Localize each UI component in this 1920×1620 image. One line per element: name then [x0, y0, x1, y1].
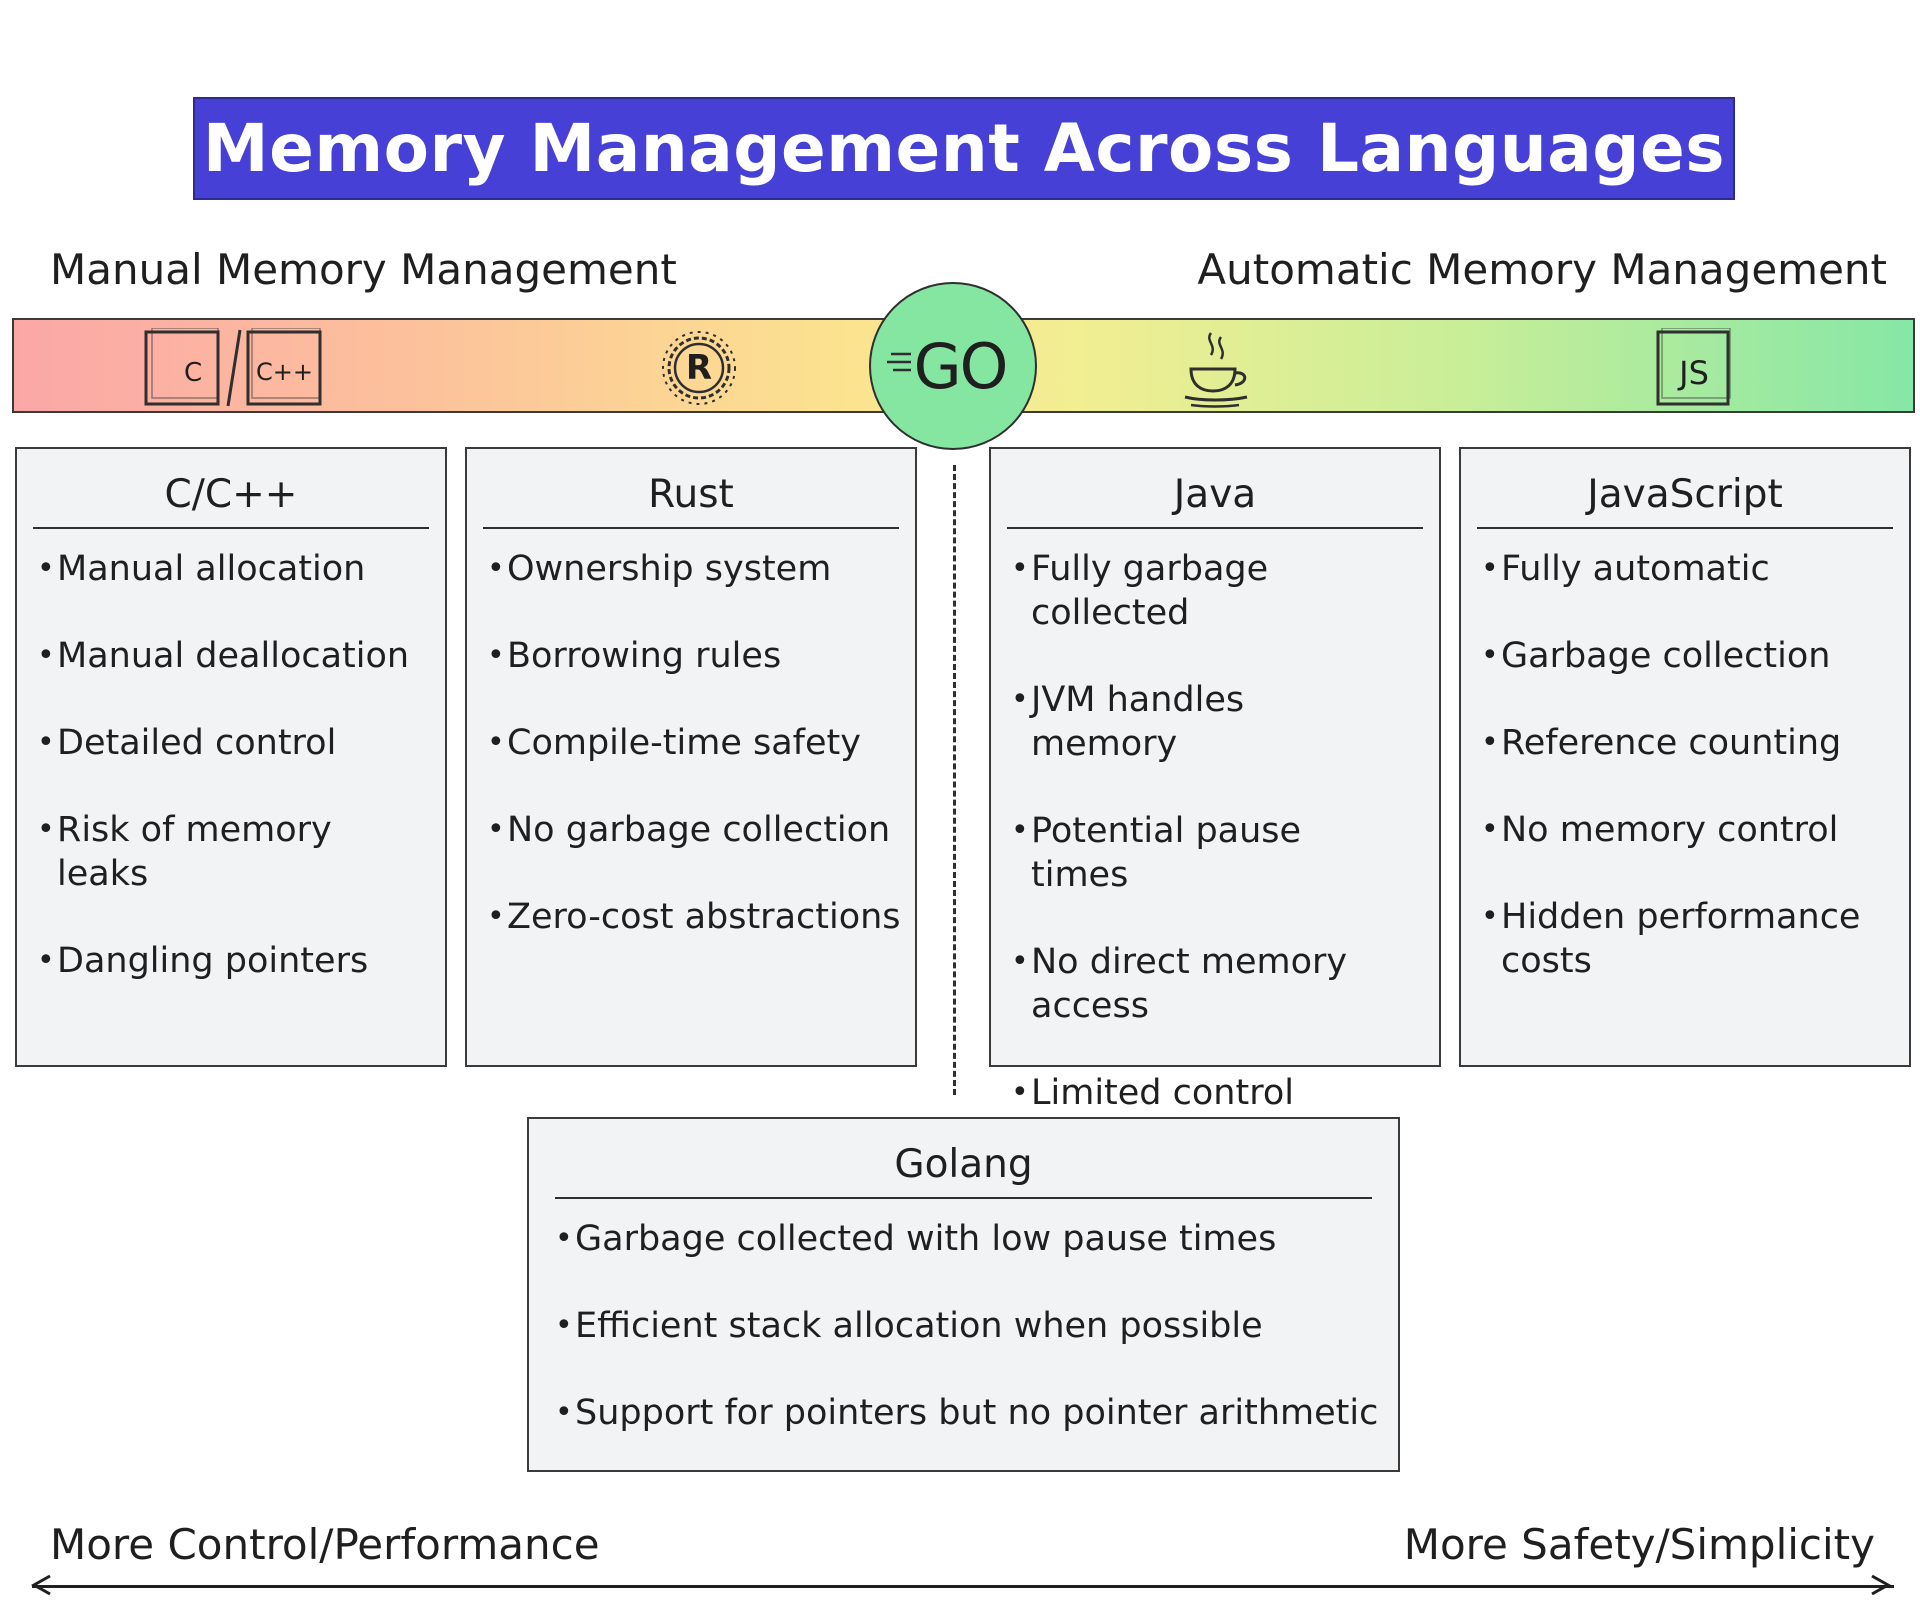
card-title: Java	[1007, 467, 1423, 529]
cpp-icon-label: C++	[256, 358, 313, 386]
js-file-icon: JS	[1654, 320, 1734, 415]
c-icon-label: C	[184, 358, 203, 388]
control-performance-label: More Control/Performance	[50, 1520, 600, 1569]
title-banner: Memory Management Across Languages	[193, 97, 1735, 200]
card-title: Rust	[483, 467, 899, 529]
card-rust: Rust Ownership system Borrowing rules Co…	[465, 447, 917, 1067]
java-coffee-icon	[1174, 320, 1264, 415]
list-item: Manual allocation	[37, 547, 431, 591]
card-golang: Golang Garbage collected with low pause …	[527, 1117, 1400, 1472]
go-gopher-circle: GO	[869, 282, 1037, 450]
list-item: Risk of memory leaks	[37, 808, 431, 896]
card-title: Golang	[555, 1137, 1372, 1199]
list-item: No garbage collection	[487, 808, 901, 852]
card-java: Java Fully garbage collected JVM handles…	[989, 447, 1441, 1115]
js-icon-label: JS	[1679, 354, 1709, 392]
card-title: C/C++	[33, 467, 429, 529]
arrow-left-icon	[30, 1574, 51, 1596]
list-item: Efficient stack allocation when possible	[555, 1304, 1384, 1348]
card-list: Ownership system Borrowing rules Compile…	[487, 547, 901, 939]
safety-simplicity-label: More Safety/Simplicity	[1403, 1520, 1875, 1569]
list-item: No direct memory access	[1011, 940, 1371, 1028]
list-item: Manual deallocation	[37, 634, 431, 678]
list-item: Fully garbage collected	[1011, 547, 1311, 635]
rust-icon-label: R	[685, 347, 713, 388]
spectrum-arrow-line	[32, 1585, 1894, 1588]
list-item: Garbage collected with low pause times	[555, 1217, 1384, 1261]
go-logo-label: GO	[913, 329, 1009, 403]
card-title: JavaScript	[1477, 467, 1893, 529]
card-c-cpp: C/C++ Manual allocation Manual deallocat…	[15, 447, 447, 1067]
list-item: Fully automatic	[1481, 547, 1895, 591]
list-item: Hidden performance costs	[1481, 895, 1861, 983]
c-file-icon	[144, 327, 322, 406]
card-javascript: JavaScript Fully automatic Garbage colle…	[1459, 447, 1911, 1067]
list-item: Detailed control	[37, 721, 431, 765]
list-item: Zero-cost abstractions	[487, 895, 901, 939]
list-item: Limited control	[1011, 1071, 1399, 1115]
automatic-memory-label: Automatic Memory Management	[1197, 245, 1887, 294]
center-divider	[953, 465, 956, 1095]
c-cpp-icon-group: C C++	[144, 320, 344, 415]
list-item: Potential pause times	[1011, 809, 1399, 897]
card-list: Fully garbage collected JVM handles memo…	[1011, 547, 1399, 1115]
list-item: No memory control	[1481, 808, 1895, 852]
card-list: Manual allocation Manual deallocation De…	[37, 547, 431, 983]
list-item: Dangling pointers	[37, 939, 431, 983]
list-item: Ownership system	[487, 547, 901, 591]
list-item: Reference counting	[1481, 721, 1895, 765]
card-list: Fully automatic Garbage collection Refer…	[1481, 547, 1895, 983]
speed-lines-icon	[887, 352, 911, 372]
rust-icon: R	[654, 320, 744, 415]
page-title: Memory Management Across Languages	[202, 110, 1726, 187]
list-item: Compile-time safety	[487, 721, 901, 765]
arrow-right-icon	[1871, 1574, 1892, 1596]
list-item: Garbage collection	[1481, 634, 1895, 678]
card-list: Garbage collected with low pause times E…	[555, 1217, 1384, 1435]
list-item: JVM handles memory	[1011, 678, 1399, 766]
manual-memory-label: Manual Memory Management	[50, 245, 677, 294]
list-item: Support for pointers but no pointer arit…	[555, 1391, 1384, 1435]
list-item: Borrowing rules	[487, 634, 901, 678]
